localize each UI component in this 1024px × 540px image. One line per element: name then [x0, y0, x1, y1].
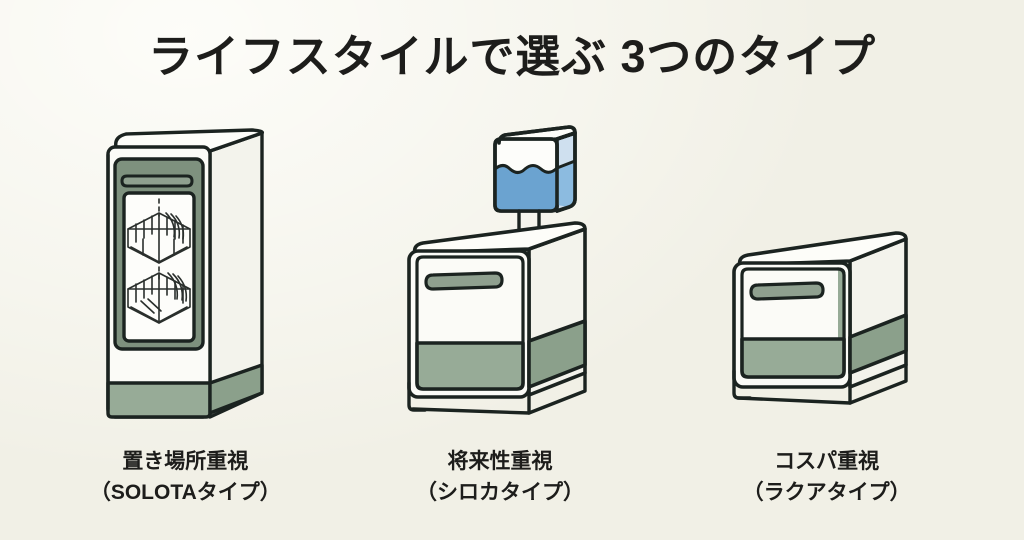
caption-solota-title: 置き場所重視 [122, 450, 249, 474]
illustration-tall-vertical-dishwasher [106, 128, 265, 419]
caption-solota-subtitle: （SOLOTAタイプ） [89, 480, 281, 504]
type-card-rakua[interactable]: コスパ重視 （ラクアタイプ） [716, 121, 938, 508]
type-card-solota[interactable]: 置き場所重視 （SOLOTAタイプ） [86, 121, 284, 508]
caption-rakua: コスパ重視 （ラクアタイプ） [743, 447, 911, 508]
caption-rakua-title: コスパ重視 [774, 450, 880, 474]
page-title: ライフスタイルで選ぶ 3つのタイプ [148, 31, 876, 82]
caption-siroca-subtitle: （シロカタイプ） [415, 480, 584, 504]
caption-solota: 置き場所重視 （SOLOTAタイプ） [90, 447, 281, 508]
caption-rakua-subtitle: （ラクアタイプ） [742, 480, 911, 504]
type-card-siroca[interactable]: 将来性重視 （シロカタイプ） [389, 121, 611, 508]
type-columns: 置き場所重視 （SOLOTAタイプ） [0, 108, 1024, 508]
illustration-compact-countertop-dishwasher [731, 231, 908, 405]
caption-siroca: 将来性重視 （シロカタイプ） [416, 447, 584, 508]
illustration-countertop-dishwasher-with-water-tank [407, 125, 587, 415]
caption-siroca-title: 将来性重視 [447, 450, 553, 474]
